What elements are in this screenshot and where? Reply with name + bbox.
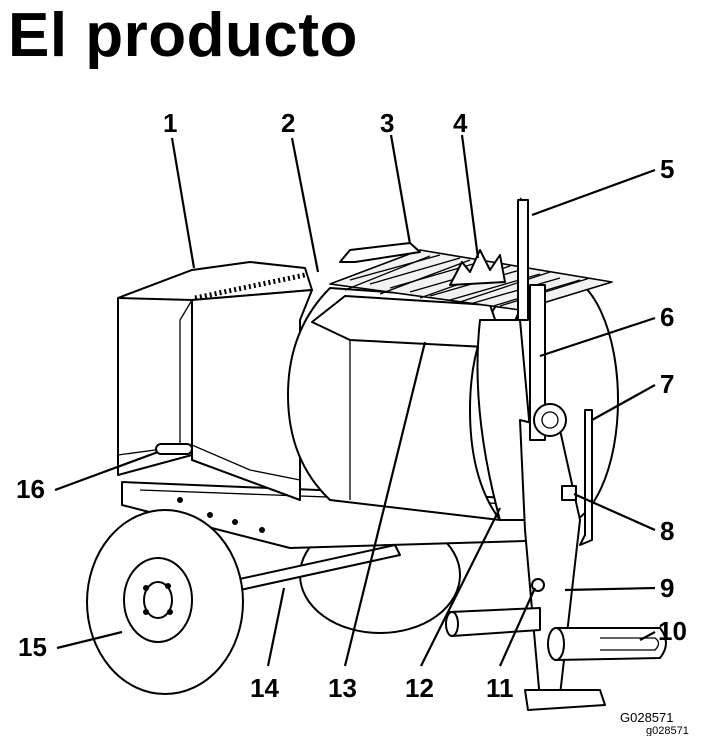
callout-4: 4 xyxy=(453,108,468,138)
grate-handle xyxy=(339,242,421,263)
callout-6: 6 xyxy=(660,302,674,332)
lift-handle xyxy=(155,443,193,455)
callout-1: 1 xyxy=(163,108,177,138)
lock-lever xyxy=(579,409,593,546)
callout-9: 9 xyxy=(660,573,674,603)
callout-11: 11 xyxy=(486,673,514,703)
dump-lever xyxy=(517,199,529,321)
callout-3: 3 xyxy=(380,108,394,138)
callout-8: 8 xyxy=(660,516,674,546)
callout-15: 15 xyxy=(18,632,47,662)
page-title: El producto xyxy=(8,1,358,70)
callout-16: 16 xyxy=(16,474,45,504)
gearbox xyxy=(533,403,567,437)
callout-14: 14 xyxy=(250,673,279,703)
callout-7: 7 xyxy=(660,369,674,399)
tow-tongue xyxy=(554,627,667,661)
callout-12: 12 xyxy=(405,673,434,703)
callout-2: 2 xyxy=(281,108,295,138)
callout-10: 10 xyxy=(658,616,687,646)
figure-code: G028571 xyxy=(620,710,674,725)
bag-cutter xyxy=(449,249,506,286)
figure-code-small: g028571 xyxy=(646,725,689,736)
callout-5: 5 xyxy=(660,154,674,184)
linkage-rod xyxy=(529,284,546,441)
lock-pin xyxy=(561,485,577,501)
callout-13: 13 xyxy=(328,673,357,703)
